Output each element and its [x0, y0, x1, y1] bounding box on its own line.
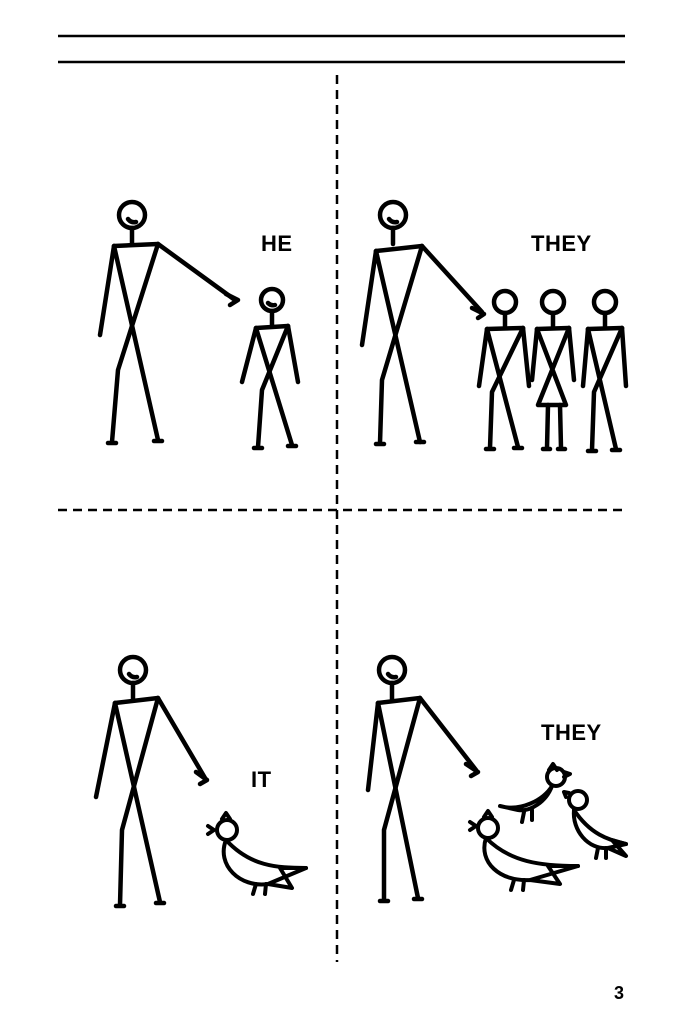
man-pointing-figure-3: [93, 654, 210, 909]
child-figure-boy-2: [580, 288, 629, 454]
man-pointing-figure: [97, 199, 241, 446]
child-figure: [239, 286, 301, 451]
man-pointing-figure-4: [365, 654, 481, 904]
label-it: IT: [251, 767, 272, 792]
man-pointing-figure-2: [359, 199, 487, 447]
bird-figure-4: [468, 809, 580, 892]
panel-they-birds: THEY: [365, 654, 628, 904]
child-figure-girl: [529, 288, 577, 452]
child-figure-boy-1: [476, 288, 532, 452]
bird-figure-3: [562, 789, 628, 860]
panel-it: IT: [93, 654, 308, 909]
label-he: HE: [261, 231, 293, 256]
label-they-top: THEY: [531, 231, 592, 256]
label-they-bottom: THEY: [541, 720, 602, 745]
bird-figure: [206, 811, 308, 896]
bird-figure-2: [498, 762, 572, 824]
panel-they-children: THEY: [359, 199, 629, 454]
panel-he: HE: [97, 199, 301, 451]
page-number: 3: [614, 983, 624, 1003]
